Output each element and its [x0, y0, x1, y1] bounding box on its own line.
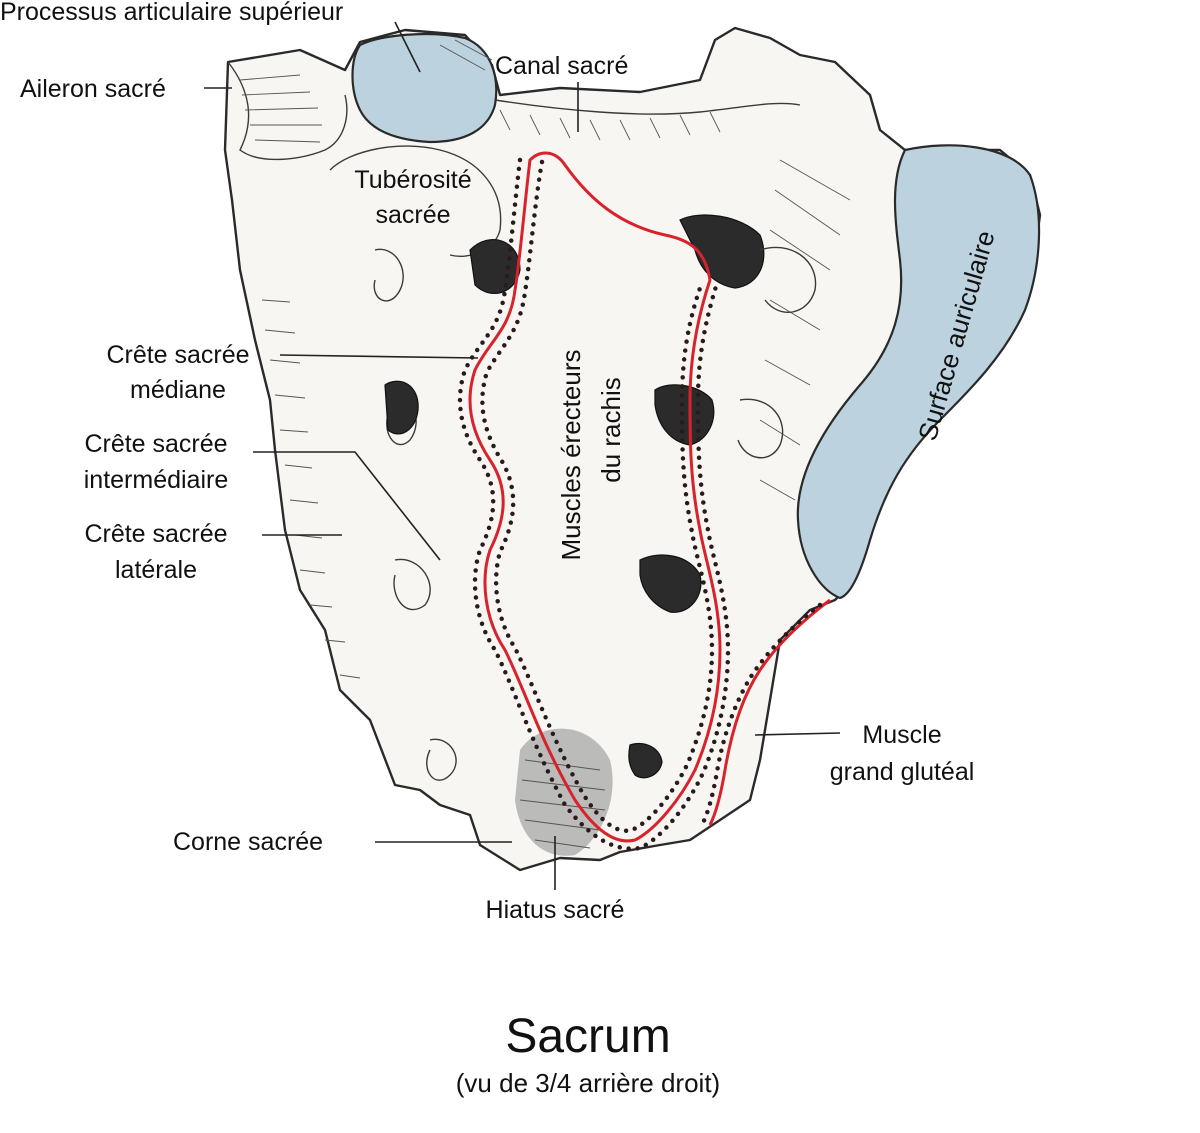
label-crete-intermediaire-line1: Crête sacrée [84, 430, 227, 458]
left-hollow-middle [384, 380, 419, 435]
label-muscles-erecteurs-line2: du rachis [596, 377, 626, 483]
label-muscle-gluteal-line2: grand glutéal [830, 758, 975, 786]
muscle-outline-red [468, 151, 722, 843]
label-canal-sacre: Canal sacré [495, 52, 628, 80]
posterior-foramen-3 [639, 554, 702, 613]
leader-crete-intermediaire [253, 451, 441, 561]
leader-crete-mediane [279, 354, 479, 359]
left-hollow-upper [469, 239, 521, 294]
label-crete-intermediaire-line2: intermédiaire [84, 466, 229, 494]
ala-outline [227, 61, 348, 161]
label-tuberosite-sacree-line1: Tubérosité [354, 166, 471, 194]
label-corne-sacree: Corne sacrée [173, 828, 323, 856]
posterior-foramen-4 [628, 742, 663, 779]
leader-muscle-gluteal [754, 732, 841, 736]
label-muscles-erecteurs-line1: Muscles érecteurs [556, 350, 586, 561]
figure-title: Sacrum [505, 1010, 670, 1063]
hiatus-shading [515, 728, 613, 856]
muscle-gluteal-red [708, 598, 831, 826]
label-aileron-sacre: Aileron sacré [20, 75, 166, 103]
sacrum-bone-illustration [223, 26, 1042, 872]
figure-caption: Sacrum (vu de 3/4 arrière droit) [456, 1010, 720, 1098]
label-crete-mediane-line2: médiane [130, 376, 226, 404]
label-crete-laterale-line1: Crête sacrée [84, 520, 227, 548]
leader-processus-articulaire [394, 21, 421, 73]
canal-rim [494, 99, 801, 115]
muscle-outline-dots-outer [457, 157, 731, 851]
leader-lines [204, 21, 841, 890]
label-processus-articulaire-superieur: Processus articulaire supérieur [0, 0, 343, 26]
label-crete-laterale-line2: latérale [115, 556, 197, 584]
ala-hatching [239, 74, 322, 143]
label-muscle-gluteal-line1: Muscle [862, 721, 941, 749]
canal-hatching [499, 109, 721, 141]
lateral-crest-hatching [261, 299, 361, 679]
figure-subtitle: (vu de 3/4 arrière droit) [456, 1068, 720, 1098]
muscle-gluteal-dots [699, 602, 823, 828]
right-side-hatching [759, 159, 851, 501]
auricular-surface-cartilage [796, 144, 1041, 600]
label-hiatus-sacre: Hiatus sacré [486, 896, 625, 924]
intermediate-crest-outline [373, 248, 457, 781]
articular-process-hatching [439, 39, 493, 71]
label-tuberosite-sacree-line2: sacrée [375, 201, 450, 229]
superior-articular-process-cartilage [351, 32, 498, 144]
right-side-contours [737, 246, 817, 459]
muscle-outline-dots-inner [480, 159, 715, 833]
erector-spinae-outline [457, 151, 831, 851]
label-crete-mediane-line1: Crête sacrée [106, 341, 249, 369]
